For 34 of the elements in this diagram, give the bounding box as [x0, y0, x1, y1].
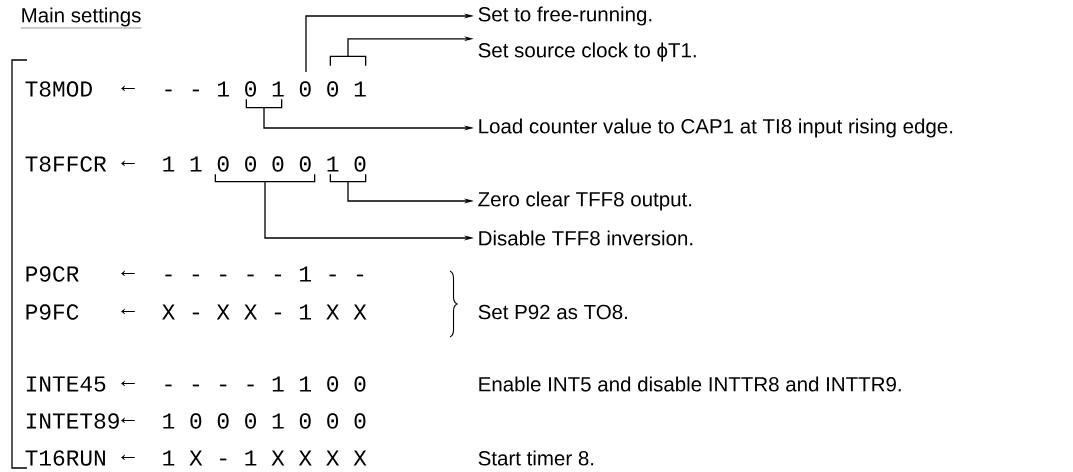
assignment-symbol: ← — [121, 308, 135, 315]
register-name: INTET89 — [26, 413, 119, 429]
description-text: Zero clear TFF8 output. — [478, 191, 692, 211]
description-text: Start timer 8. — [478, 450, 594, 466]
description-text: Set to free-running. — [478, 6, 652, 26]
assignment-symbol: ← — [121, 454, 135, 461]
register-name: P9FC — [26, 304, 79, 320]
bit-pattern: X - X X - 1 X X — [162, 304, 367, 320]
assignment-symbol: ← — [121, 270, 135, 277]
bit-pattern: 1 1 0 0 0 0 1 0 — [163, 156, 366, 172]
description-text: Enable INT5 and disable INTTR8 and INTTR9. — [479, 376, 901, 392]
bit-pattern: 1 0 0 0 1 0 0 0 — [163, 413, 366, 429]
assignment-symbol: ← — [121, 85, 135, 92]
assignment-symbol: ← — [121, 380, 135, 387]
register-name: T16RUN — [25, 450, 105, 466]
bit-pattern: - - - - - 1 - - — [165, 266, 364, 282]
register-name: T8MOD — [25, 81, 92, 97]
description-text: Load counter value to CAP1 at TI8 input rising edge. — [479, 118, 953, 138]
description-text: Set source clock to ϕT1. — [478, 42, 696, 62]
bit-bracket — [245, 98, 283, 109]
bit-pattern: 1 X - 1 X X X X — [163, 450, 367, 466]
description-text: Disable TFF8 inversion. — [479, 230, 693, 246]
description-text: Set P92 as TO8. — [478, 304, 627, 320]
register-name: INTE45 — [26, 376, 106, 392]
register-name: T8FFCR — [25, 156, 107, 172]
bit-pattern: - - - - 1 1 0 0 — [165, 376, 366, 392]
register-name: P9CR — [26, 266, 79, 282]
bit-bracket — [329, 173, 367, 183]
assignment-symbol: ← — [121, 160, 135, 167]
bit-pattern: - - 1 0 1 0 0 1 — [165, 81, 366, 97]
bit-bracket — [214, 173, 316, 183]
assignment-symbol: ← — [121, 417, 135, 424]
title: Main settings — [20, 7, 142, 29]
bit-bracket — [329, 55, 367, 67]
